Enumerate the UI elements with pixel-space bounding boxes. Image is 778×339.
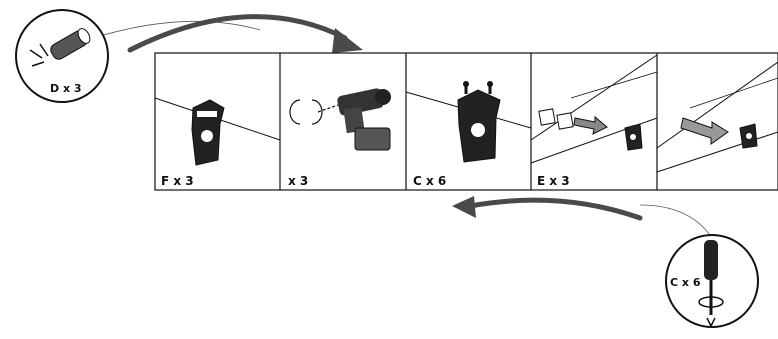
screwdriver-icon bbox=[698, 240, 724, 328]
left-callout: D x 3 bbox=[15, 9, 109, 103]
left-callout-leader bbox=[99, 20, 261, 37]
panel-1-bracket-clip bbox=[154, 97, 281, 166]
arrow-bottom bbox=[467, 197, 643, 221]
right-callout: C x 6 bbox=[665, 234, 759, 328]
right-callout-label: C x 6 bbox=[670, 276, 701, 289]
panel-2-label: x 3 bbox=[288, 174, 308, 188]
panel-4-panel-insert bbox=[530, 54, 658, 164]
panel-4-label: E x 3 bbox=[537, 174, 570, 188]
arrow-top bbox=[127, 14, 348, 53]
arrow-top-head bbox=[332, 28, 363, 53]
wall-plug-icon bbox=[29, 28, 91, 67]
panel-3-bracket-screws bbox=[405, 81, 532, 163]
left-callout-label: D x 3 bbox=[50, 82, 82, 95]
panel-1-label: F x 3 bbox=[161, 174, 194, 188]
panel-5-panel-final bbox=[656, 61, 778, 173]
panel-3-label: C x 6 bbox=[413, 174, 446, 188]
panel-2-drill-icon bbox=[289, 88, 391, 151]
arrow-bottom-head bbox=[452, 196, 476, 218]
right-callout-leader bbox=[639, 204, 713, 239]
